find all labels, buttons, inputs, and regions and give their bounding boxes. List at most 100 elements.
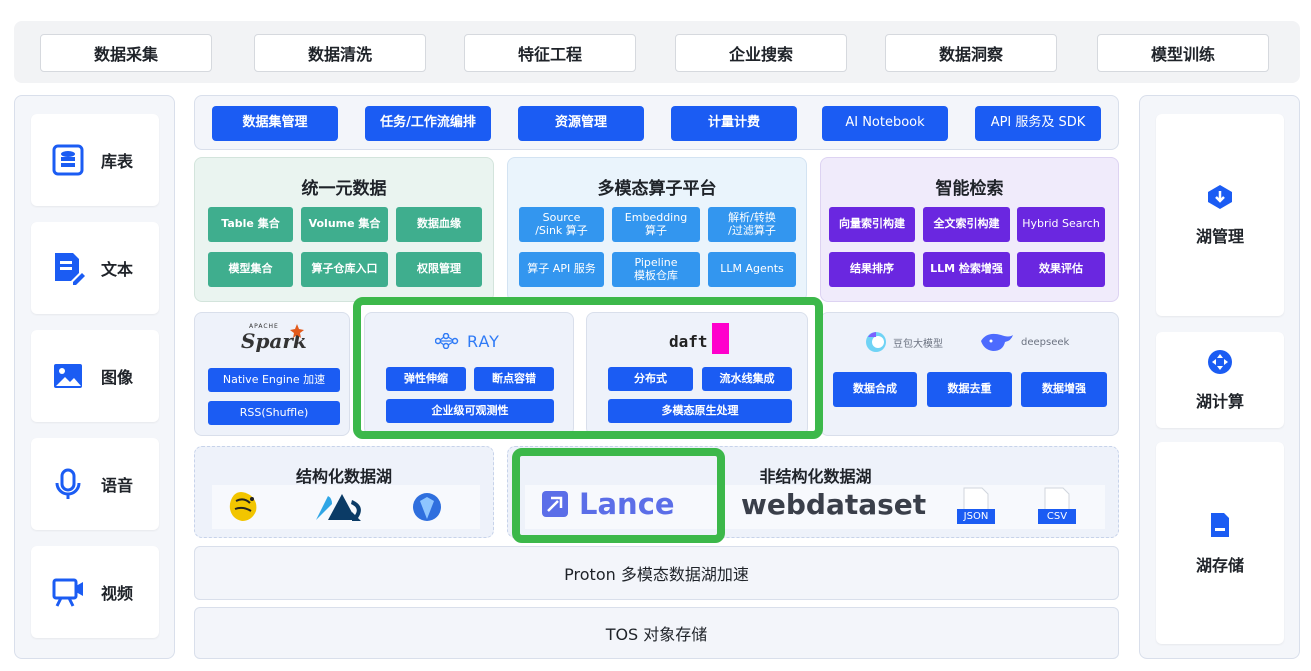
ray-panel: RAY 弹性伸缩 断点容错 企业级可观测性 <box>364 312 574 436</box>
result-ranking-chip[interactable]: 结果排序 <box>829 252 915 287</box>
metering-billing-button[interactable]: 计量计费 <box>671 106 797 141</box>
deepseek-logo: deepseek <box>979 331 1069 353</box>
sidebar-item-label: 文本 <box>101 260 134 279</box>
doubao-logo-icon <box>866 332 886 352</box>
multimodal-native-chip[interactable]: 多模态原生处理 <box>608 399 792 423</box>
llm-retrieval-augment-chip[interactable]: LLM 检索增强 <box>923 252 1010 287</box>
panel-title: 结构化数据湖 <box>295 467 392 486</box>
sidebar-item-lake-management[interactable]: 湖管理 <box>1156 114 1284 316</box>
unified-metadata-panel: 统一元数据 Table 集合 Volume 集合 数据血缘 模型集合 算子仓库入… <box>194 157 494 302</box>
data-augmentation-chip[interactable]: 数据增强 <box>1021 372 1107 407</box>
dataset-management-button[interactable]: 数据集管理 <box>212 106 338 141</box>
panel-title: 智能检索 <box>935 179 1004 199</box>
spark-star-icon <box>290 324 304 338</box>
api-sdk-button[interactable]: API 服务及 SDK <box>975 106 1101 141</box>
right-lake-panel: 湖管理 湖计算 湖存储 <box>1139 95 1300 659</box>
workflow-orchestration-button[interactable]: 任务/工作流编排 <box>365 106 491 141</box>
hive-logo-icon <box>229 492 257 521</box>
structured-lake-panel: 结构化数据湖 <box>194 446 494 538</box>
distributed-chip[interactable]: 分布式 <box>608 367 693 391</box>
sidebar-item-label: 库表 <box>101 152 134 171</box>
top-scenario-bar: 数据采集 数据清洗 特征工程 企业搜索 数据洞察 模型训练 <box>14 21 1300 83</box>
tab-feature-engineering[interactable]: 特征工程 <box>464 34 636 72</box>
sidebar-item-label: 湖存储 <box>1195 556 1244 575</box>
spark-panel: APACHE Spark Native Engine 加速 RSS(Shuffl… <box>194 312 350 436</box>
tab-enterprise-search[interactable]: 企业搜索 <box>675 34 847 72</box>
tab-data-collection[interactable]: 数据采集 <box>40 34 212 72</box>
models-panel: 豆包大模型 deepseek 数据合成 数据去重 数据增强 <box>820 312 1119 436</box>
lance-logo-icon <box>542 491 568 517</box>
iceberg-logo-icon <box>413 493 441 521</box>
operator-platform-panel: 多模态算子平台 Source /Sink 算子 Embedding 算子 解析/… <box>507 157 807 302</box>
sidebar-item-label: 语音 <box>101 476 134 495</box>
llm-agents-chip[interactable]: LLM Agents <box>708 252 796 287</box>
json-file-icon: JSON <box>957 487 995 527</box>
webdataset-logo: webdataset <box>741 488 927 521</box>
parse-transform-filter-chip[interactable]: 解析/转换 /过滤算子 <box>708 207 796 242</box>
sidebar-item-tables[interactable]: 库表 <box>31 114 159 206</box>
sidebar-item-label: 图像 <box>101 368 134 387</box>
video-icon <box>52 578 83 607</box>
microphone-icon <box>55 468 81 499</box>
panel-title: 多模态算子平台 <box>597 179 717 199</box>
sidebar-item-lake-storage[interactable]: 湖存储 <box>1156 442 1284 644</box>
delta-lake-logo-icon <box>316 494 361 521</box>
table-collection-chip[interactable]: Table 集合 <box>208 207 293 242</box>
operator-api-service-chip[interactable]: 算子 API 服务 <box>519 252 604 287</box>
elastic-scaling-chip[interactable]: 弹性伸缩 <box>386 367 466 391</box>
sidebar-item-image[interactable]: 图像 <box>31 330 159 422</box>
effect-evaluation-chip[interactable]: 效果评估 <box>1017 252 1105 287</box>
ai-notebook-button[interactable]: AI Notebook <box>822 106 948 141</box>
operator-repo-entry-chip[interactable]: 算子仓库入口 <box>301 252 388 287</box>
hybrid-search-chip[interactable]: Hybrid Search <box>1017 207 1105 242</box>
tab-data-cleaning[interactable]: 数据清洗 <box>254 34 426 72</box>
permission-management-chip[interactable]: 权限管理 <box>396 252 482 287</box>
lake-management-icon <box>1208 185 1232 209</box>
data-lineage-chip[interactable]: 数据血缘 <box>396 207 482 242</box>
proton-acceleration-bar: Proton 多模态数据湖加速 <box>194 546 1119 600</box>
sidebar-item-label: 视频 <box>101 584 134 603</box>
resource-management-button[interactable]: 资源管理 <box>518 106 644 141</box>
service-bar: 数据集管理 任务/工作流编排 资源管理 计量计费 AI Notebook API… <box>194 95 1119 150</box>
ray-logo-icon <box>435 333 459 349</box>
fault-tolerance-chip[interactable]: 断点容错 <box>474 367 554 391</box>
model-collection-chip[interactable]: 模型集合 <box>208 252 293 287</box>
sidebar-item-label: 湖计算 <box>1195 392 1244 411</box>
ray-logo: RAY <box>435 330 515 352</box>
sidebar-item-video[interactable]: 视频 <box>31 546 159 638</box>
daft-logo: daft <box>669 322 739 354</box>
lake-compute-icon <box>1208 350 1232 374</box>
pipeline-integration-chip[interactable]: 流水线集成 <box>702 367 792 391</box>
sidebar-item-label: 湖管理 <box>1195 227 1244 246</box>
daft-panel: daft 分布式 流水线集成 多模态原生处理 <box>586 312 808 436</box>
sidebar-item-audio[interactable]: 语音 <box>31 438 159 530</box>
sidebar-item-text[interactable]: 文本 <box>31 222 159 314</box>
deepseek-whale-icon <box>981 333 1013 351</box>
data-synthesis-chip[interactable]: 数据合成 <box>833 372 917 407</box>
smart-search-panel: 智能检索 向量索引构建 全文索引构建 Hybrid Search 结果排序 LL… <box>820 157 1119 302</box>
rss-shuffle-chip[interactable]: RSS(Shuffle) <box>208 401 340 425</box>
tos-object-storage-bar: TOS 对象存储 <box>194 607 1119 659</box>
panel-title: 统一元数据 <box>301 179 387 199</box>
left-datatype-panel: 库表 文本 图像 语音 视频 <box>14 95 175 659</box>
tab-data-insight[interactable]: 数据洞察 <box>885 34 1057 72</box>
document-edit-icon <box>55 253 85 285</box>
native-engine-chip[interactable]: Native Engine 加速 <box>208 368 340 392</box>
doubao-logo: 豆包大模型 <box>865 331 943 353</box>
csv-file-icon: CSV <box>1038 487 1076 527</box>
lance-logo: Lance <box>541 487 675 521</box>
image-icon <box>54 364 82 388</box>
source-sink-operator-chip[interactable]: Source /Sink 算子 <box>519 207 604 242</box>
sidebar-item-lake-compute[interactable]: 湖计算 <box>1156 332 1284 428</box>
vector-index-chip[interactable]: 向量索引构建 <box>829 207 915 242</box>
compute-engine-highlight <box>353 297 823 439</box>
spark-logo: APACHE Spark <box>241 323 307 353</box>
data-dedup-chip[interactable]: 数据去重 <box>927 372 1012 407</box>
tab-model-training[interactable]: 模型训练 <box>1097 34 1269 72</box>
embedding-operator-chip[interactable]: Embedding 算子 <box>612 207 700 242</box>
lake-storage-icon <box>1211 513 1229 537</box>
enterprise-observability-chip[interactable]: 企业级可观测性 <box>386 399 554 423</box>
fulltext-index-chip[interactable]: 全文索引构建 <box>923 207 1010 242</box>
volume-collection-chip[interactable]: Volume 集合 <box>301 207 388 242</box>
pipeline-template-repo-chip[interactable]: Pipeline 模板仓库 <box>612 252 700 287</box>
